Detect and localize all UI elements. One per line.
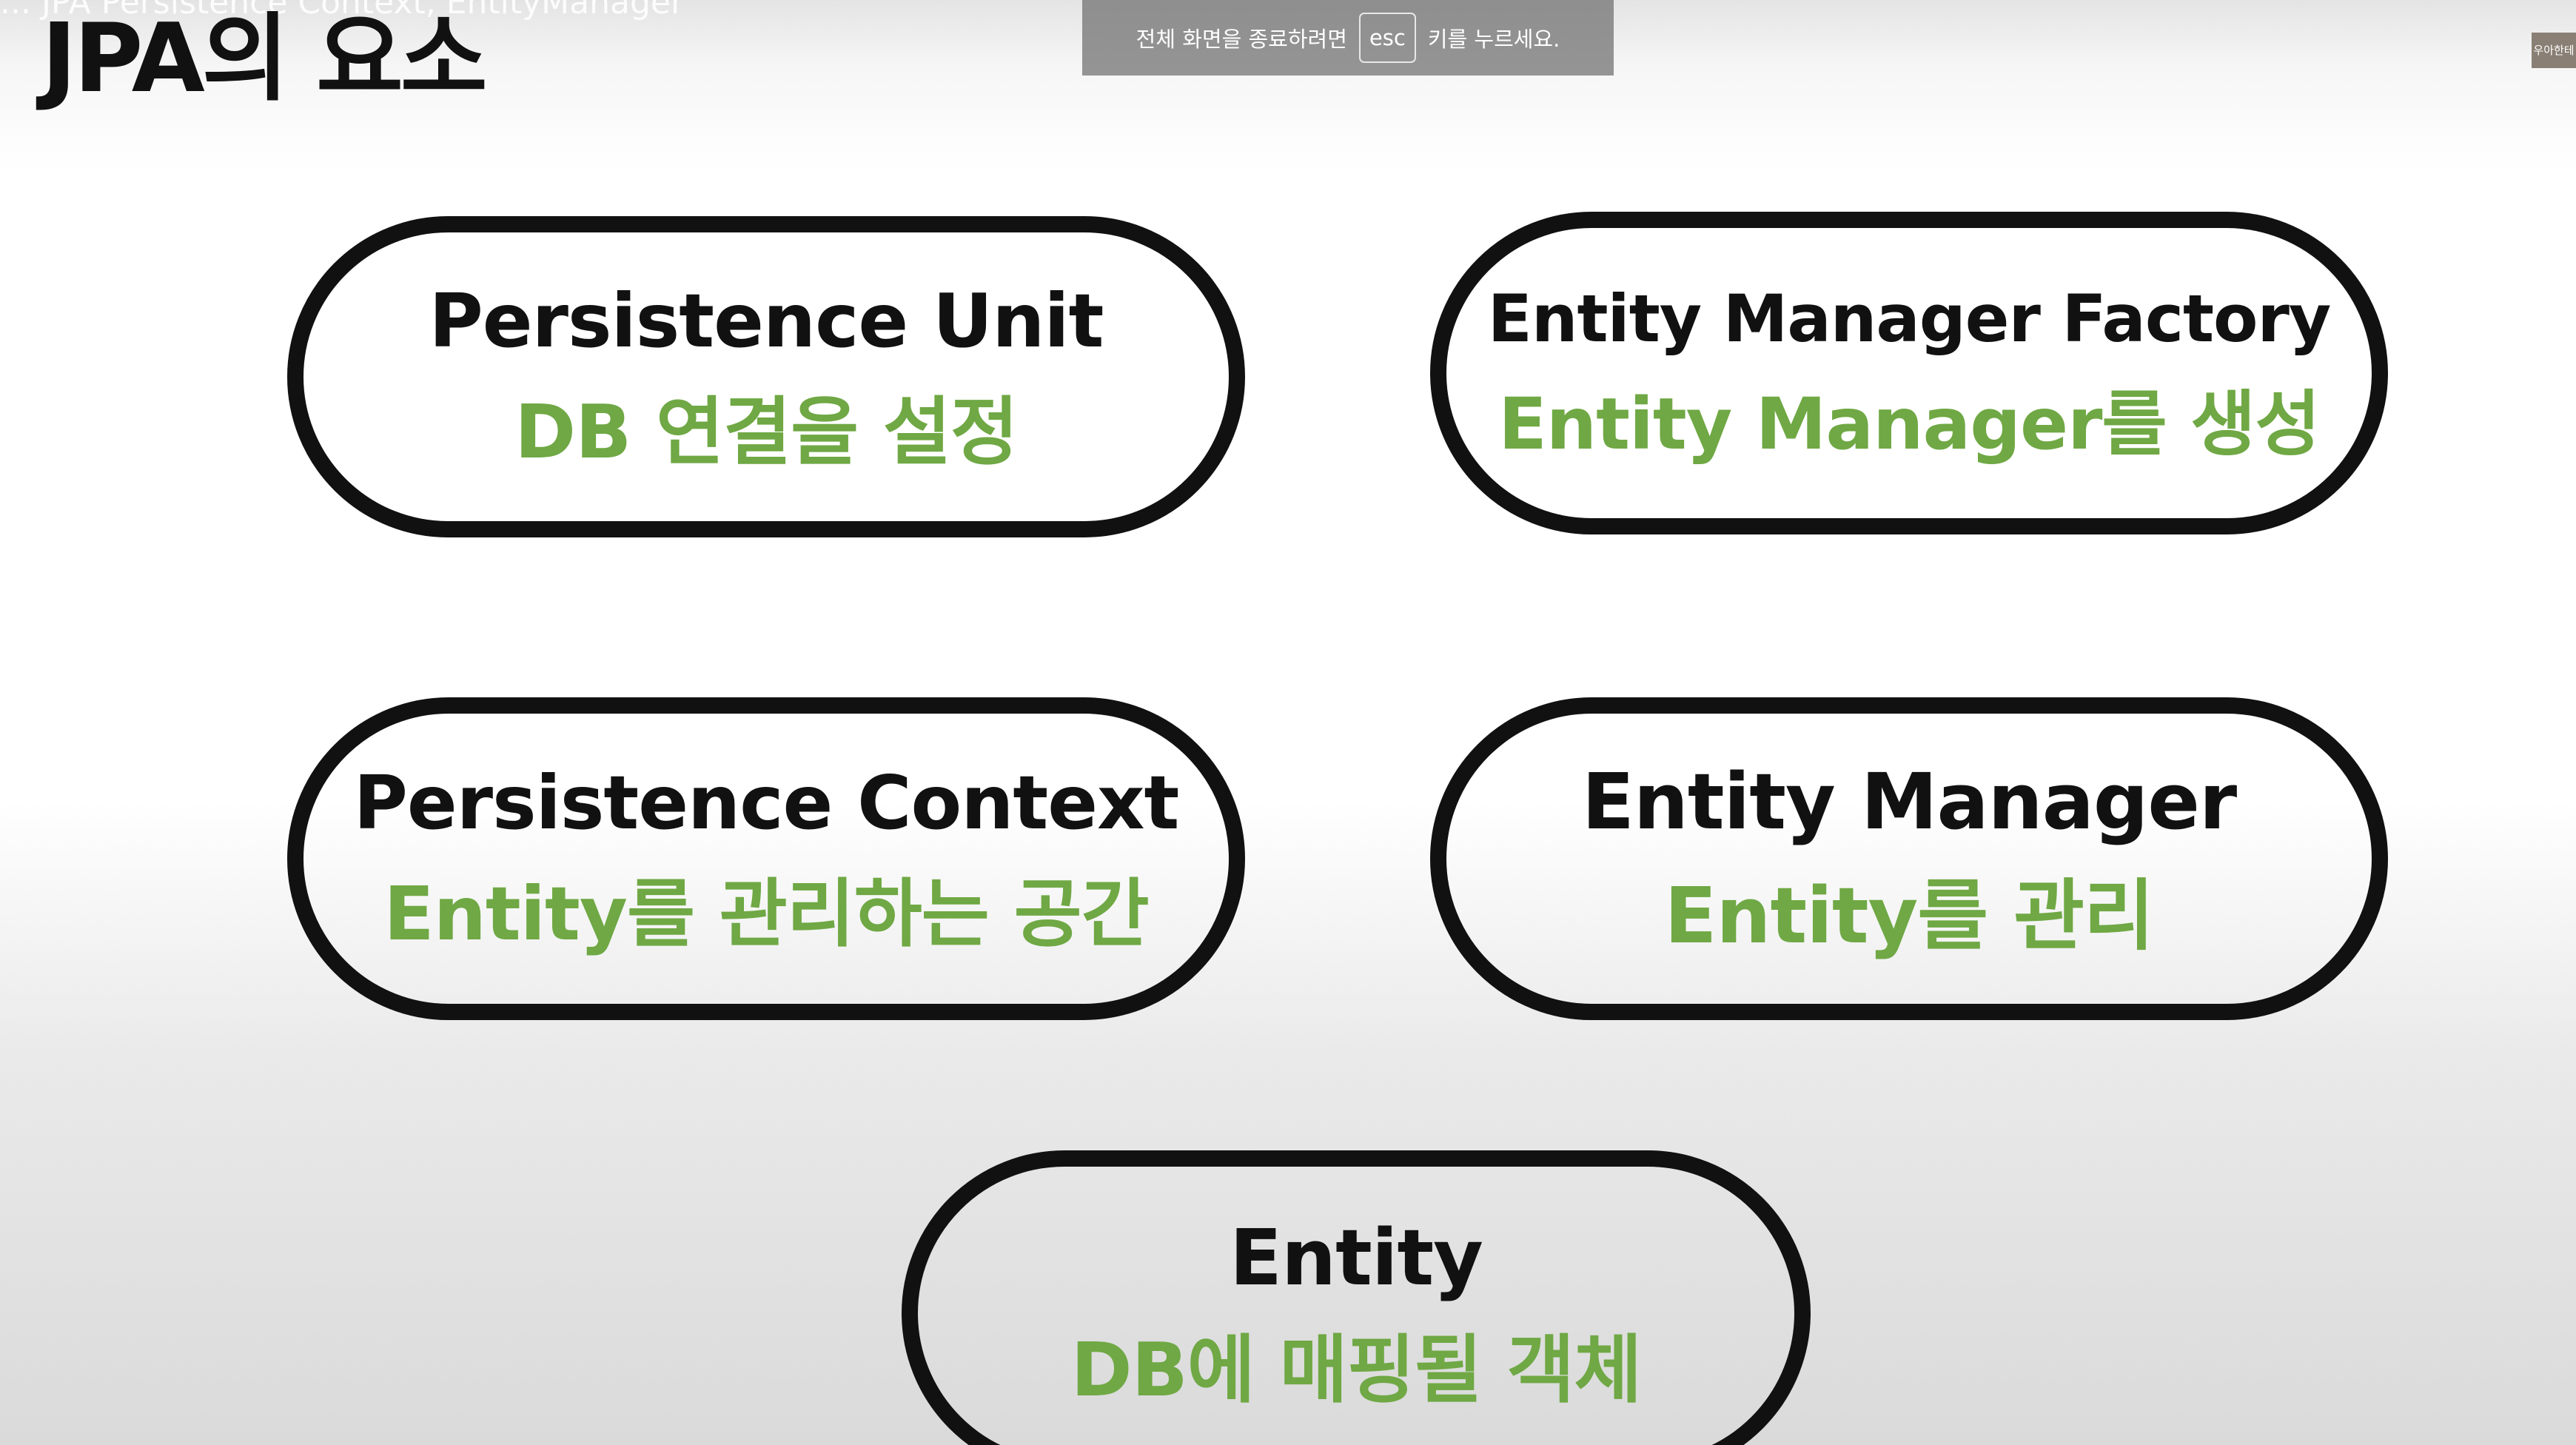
slide-title: JPA의 요소 xyxy=(41,4,488,114)
persistence-unit-title: Persistence Unit xyxy=(429,278,1104,364)
entity-manager-box: Entity Manager Entity를 관리 xyxy=(1430,697,2388,1020)
entity-manager-description: Entity를 관리 xyxy=(1664,871,2154,961)
persistence-context-title: Persistence Context xyxy=(353,760,1180,846)
entity-manager-factory-box: Entity Manager Factory Entity Manager를 생… xyxy=(1430,212,2388,534)
entity-manager-title: Entity Manager xyxy=(1581,757,2237,847)
entity-manager-factory-description: Entity Manager를 생성 xyxy=(1498,383,2321,466)
esc-key-badge: esc xyxy=(1358,13,1416,63)
entity-box: Entity DB에 매핑될 객체 xyxy=(902,1150,1811,1445)
entity-manager-factory-title: Entity Manager Factory xyxy=(1487,281,2332,357)
persistence-context-description: Entity를 관리하는 공간 xyxy=(383,871,1149,957)
entity-description: DB에 매핑될 객체 xyxy=(1070,1327,1643,1413)
notice-text-before: 전체 화면을 종료하려면 xyxy=(1136,27,1347,52)
fullscreen-exit-notice: 전체 화면을 종료하려면 esc 키를 누르세요. xyxy=(1082,0,1614,76)
persistence-context-box: Persistence Context Entity를 관리하는 공간 xyxy=(287,697,1245,1020)
video-title-caption: ... JPA Persistence Context, EntityManag… xyxy=(0,0,685,21)
speaker-camera-thumbnail: 우아한테 xyxy=(2532,33,2576,68)
persistence-unit-box: Persistence Unit DB 연결을 설정 xyxy=(287,216,1245,537)
entity-title: Entity xyxy=(1230,1213,1483,1303)
notice-text-after: 키를 누르세요. xyxy=(1427,27,1560,52)
persistence-unit-description: DB 연결을 설정 xyxy=(514,389,1019,475)
